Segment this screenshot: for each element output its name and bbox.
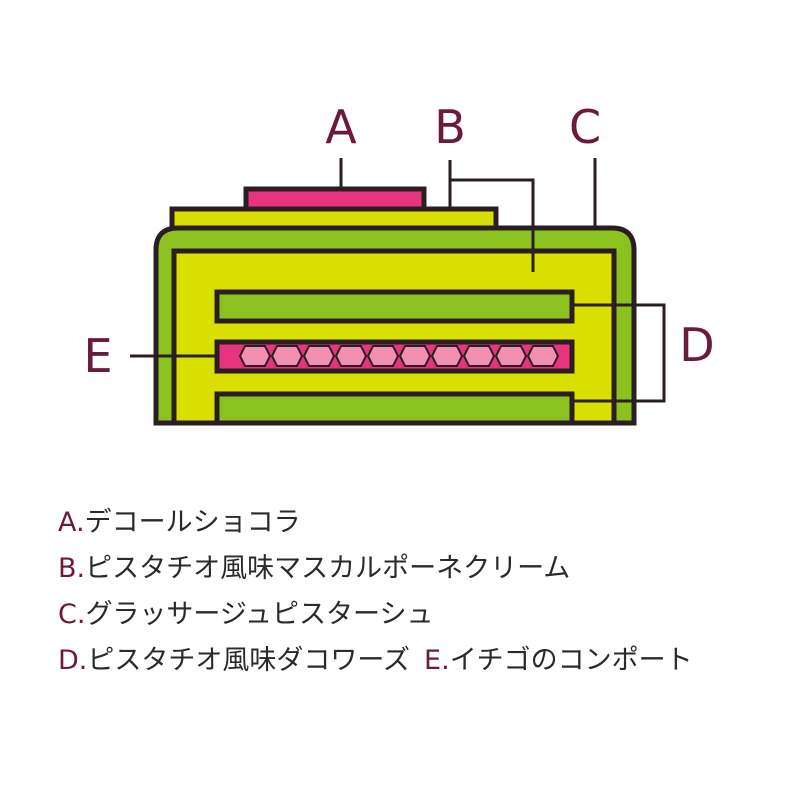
legend-key-a: A. [58,507,85,538]
leader-line-b-path [448,160,535,272]
strawberry-piece [270,345,304,367]
legend-item-b: B.ピスタチオ風味マスカルポーネクリーム [58,546,778,592]
legend-text-c: グラッサージュピスターシュ [85,599,434,630]
strawberry-piece [494,345,528,367]
strawberry-piece [398,345,432,367]
legend-key-d: D. [58,645,88,676]
legend-text-e: イチゴのコンポート [449,645,693,676]
callout-label-a: A [325,100,357,154]
strawberry-piece [526,345,560,367]
callout-label-e: E [83,329,113,383]
dacquoise-layer-bottom [214,391,575,426]
callout-label-d: D [679,318,715,372]
strawberry-piece [334,345,368,367]
legend-item-a: A.デコールショコラ [58,500,778,546]
dacquoise-layer-top [214,289,575,324]
layer-legend: A.デコールショコラ B.ピスタチオ風味マスカルポーネクリーム C.グラッサージ… [58,500,778,684]
strawberry-pieces-pattern [238,345,560,367]
legend-item-c: C.グラッサージュピスターシュ [58,592,778,638]
legend-text-d: ピスタチオ風味ダコワーズ [87,645,411,676]
legend-text-b: ピスタチオ風味マスカルポーネクリーム [85,553,571,584]
legend-key-e: E. [424,645,450,676]
legend-text-a: デコールショコラ [84,507,301,538]
strawberry-piece [238,345,272,367]
callout-label-b: B [434,100,466,154]
legend-item-d-e: D.ピスタチオ風味ダコワーズ E.イチゴのコンポート [58,638,778,684]
strawberry-piece [462,345,496,367]
strawberry-piece [430,345,464,367]
leader-line-d [572,303,666,403]
strawberry-piece [366,345,400,367]
legend-key-c: C. [58,599,86,630]
strawberry-piece [302,345,336,367]
callout-label-c: C [568,100,602,154]
legend-key-b: B. [58,553,86,584]
